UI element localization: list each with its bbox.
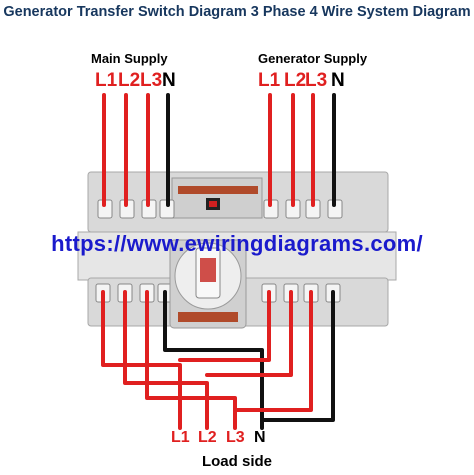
watermark-url: https://www.ewiringdiagrams.com/: [51, 231, 423, 256]
gen-terminal-n: N: [331, 70, 345, 91]
load-terminal-l1: L1: [171, 429, 190, 446]
load-wires: [101, 290, 335, 430]
gen-terminal-l3: L3: [305, 70, 328, 91]
load-side-heading: Load side: [201, 453, 272, 470]
page-title: Generator Transfer Switch Diagram 3 Phas…: [3, 4, 471, 20]
main-terminal-l1: L1: [95, 70, 118, 91]
main-terminal-l3: L3: [140, 70, 163, 91]
load-terminal-l3: L3: [226, 429, 245, 446]
generator-supply-heading: Generator Supply: [258, 51, 368, 66]
knob-label-plate: [200, 258, 216, 282]
rating-plate: [178, 186, 258, 194]
main-supply-heading: Main Supply: [91, 51, 168, 66]
maker-plate: [178, 312, 238, 322]
main-terminal-n: N: [162, 70, 176, 91]
main-terminal-l2: L2: [118, 70, 141, 91]
main-supply-wires: [102, 93, 170, 207]
gen-terminal-l1: L1: [258, 70, 281, 91]
load-terminal-l2: L2: [198, 429, 217, 446]
top-screws: [97, 199, 343, 219]
load-terminal-n: N: [254, 429, 266, 446]
generator-supply-wires: [268, 93, 336, 207]
indicator-light-icon: [209, 201, 217, 207]
gen-terminal-l2: L2: [284, 70, 307, 91]
